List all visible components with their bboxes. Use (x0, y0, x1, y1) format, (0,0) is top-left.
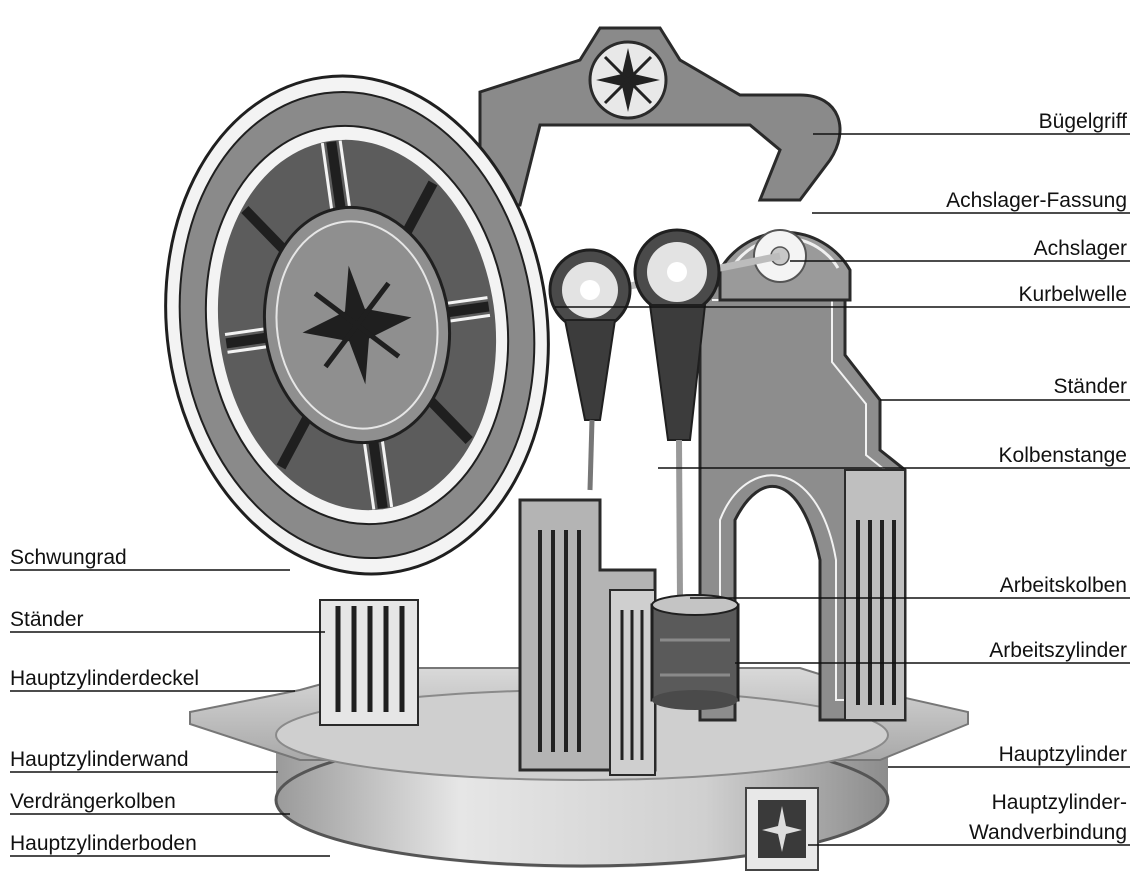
label-kurbelwelle: Kurbelwelle (1018, 283, 1127, 306)
label-staender-right: Ständer (1053, 375, 1127, 398)
work-cylinder (650, 594, 740, 710)
leader-lines (10, 133, 1130, 857)
left-stand (319, 599, 419, 726)
label-hauptzylinderwand: Hauptzylinderwand (10, 748, 189, 771)
handle (478, 26, 842, 207)
label-hauptzylinder: Hauptzylinder (998, 743, 1127, 766)
crankshaft (548, 228, 781, 601)
label-hauptzylinderdeckel: Hauptzylinderdeckel (10, 667, 200, 690)
piston-rod (676, 439, 683, 601)
label-kolbenstange: Kolbenstange (998, 444, 1127, 467)
label-arbeitszylinder: Arbeitszylinder (989, 639, 1127, 662)
label-arbeitskolben: Arbeitskolben (999, 574, 1127, 597)
label-verdraengerkolben: Verdrängerkolben (10, 790, 176, 813)
rear-stand (698, 283, 907, 722)
work-piston (651, 594, 739, 616)
front-stand (518, 498, 657, 776)
label-staender-left: Ständer (10, 608, 84, 631)
label-hauptzylinder-wandverbindung-line1: Hauptzylinder- (991, 791, 1127, 814)
label-hauptzylinderboden: Hauptzylinderboden (10, 832, 197, 855)
label-achslager-fassung: Achslager-Fassung (946, 189, 1127, 212)
label-achslager: Achslager (1033, 237, 1127, 260)
label-hauptzylinder-wandverbindung-line2: Wandverbindung (969, 821, 1127, 844)
star-icon (762, 806, 802, 852)
label-buegelgriff: Bügelgriff (1038, 110, 1127, 133)
label-schwungrad: Schwungrad (10, 546, 127, 569)
flywheel (164, 74, 550, 576)
